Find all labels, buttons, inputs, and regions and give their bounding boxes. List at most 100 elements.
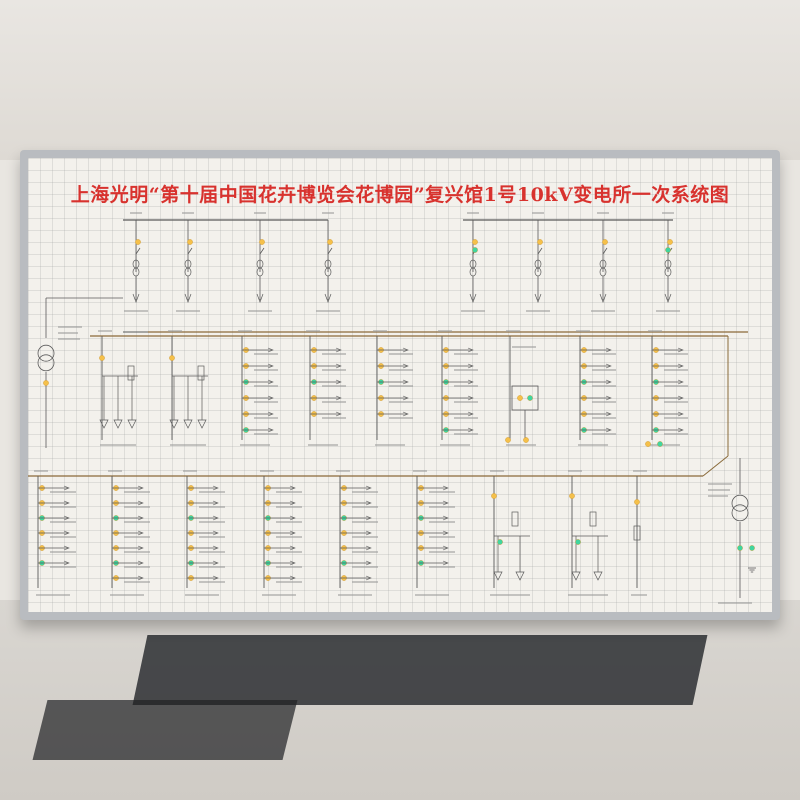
branch-label-stub <box>352 551 378 553</box>
arrow-icon <box>137 530 144 536</box>
indicator-lamp-icon <box>537 239 543 245</box>
arrow-icon <box>63 530 70 536</box>
arrow-icon <box>137 515 144 521</box>
indicator-lamp-icon <box>575 539 581 545</box>
branch-label-stub <box>429 521 455 523</box>
branch-label-stub <box>276 521 302 523</box>
feeder-name-stub <box>124 310 148 312</box>
arrow-icon <box>467 363 474 369</box>
arrow-icon <box>137 500 144 506</box>
floor-tile <box>132 635 708 705</box>
branch-label-stub <box>664 433 688 435</box>
branch-label-stub <box>276 536 302 538</box>
branch-label-stub <box>389 385 413 387</box>
branch-label-stub <box>276 506 302 508</box>
arrow-icon <box>467 427 474 433</box>
panel-id-stub <box>238 330 252 332</box>
arrow-icon <box>335 379 342 385</box>
branch-label-stub <box>199 521 225 523</box>
transformer-icon <box>731 504 749 522</box>
branch-label-stub <box>664 385 688 387</box>
branch-label-stub <box>199 506 225 508</box>
branch-label-stub <box>592 401 616 403</box>
branch-label-stub <box>592 385 616 387</box>
branch-label-stub <box>352 521 378 523</box>
branch-label-stub <box>124 551 150 553</box>
indicator-lamp-icon <box>634 499 640 505</box>
branch-label-stub <box>199 581 225 583</box>
feeder-id-stub <box>130 212 142 214</box>
feeder-name-stub <box>591 310 615 312</box>
panel-id-stub <box>183 470 197 472</box>
feeder-id-stub <box>254 212 266 214</box>
transformer-name-stub <box>718 602 752 604</box>
switch-icon <box>259 247 265 255</box>
arrow-icon <box>605 379 612 385</box>
transformer-label-stub <box>58 338 80 340</box>
feeder-name-stub <box>656 310 680 312</box>
bus-line <box>702 455 729 477</box>
branch-label-stub <box>352 506 378 508</box>
feeder-name-stub <box>248 310 272 312</box>
arrow-icon <box>267 395 274 401</box>
feeder-id-stub <box>467 212 479 214</box>
panel-name-stub <box>375 444 405 446</box>
arrow-icon <box>256 293 264 303</box>
panel-name-stub <box>415 594 449 596</box>
arrow-icon <box>469 293 477 303</box>
branch-label-stub <box>664 417 688 419</box>
panel-name-stub <box>36 594 70 596</box>
feeder-id-stub <box>662 212 674 214</box>
indicator-lamp-icon <box>491 493 497 499</box>
branch-label-stub <box>124 491 150 493</box>
arrow-icon <box>402 379 409 385</box>
arrow-icon <box>442 560 449 566</box>
branch-label-stub <box>352 566 378 568</box>
panel-id-stub <box>260 470 274 472</box>
indicator-lamp-icon <box>327 239 333 245</box>
switch-icon <box>135 247 141 255</box>
capacitor-icon <box>113 419 123 429</box>
panel-name-stub <box>170 444 206 446</box>
branch-label-stub <box>254 385 278 387</box>
indicator-lamp-icon <box>505 437 511 443</box>
branch-label-stub <box>254 417 278 419</box>
feeder-id-stub <box>597 212 609 214</box>
branch-label-stub <box>50 566 76 568</box>
arrow-icon <box>289 575 296 581</box>
branch-label-stub <box>276 491 302 493</box>
transformer-label-stub <box>58 326 82 328</box>
capacitor-icon <box>571 571 581 581</box>
branch-label-stub <box>124 521 150 523</box>
arrow-icon <box>442 515 449 521</box>
floor-tile <box>32 700 298 760</box>
panel-name-stub <box>110 594 144 596</box>
arrow-icon <box>289 545 296 551</box>
panel-id-stub <box>168 330 182 332</box>
branch-label-stub <box>276 581 302 583</box>
indicator-lamp-icon <box>665 247 671 253</box>
indicator-lamp-icon <box>472 239 478 245</box>
branch-label-stub <box>124 566 150 568</box>
branch-label-stub <box>429 566 455 568</box>
panel-id-stub <box>373 330 387 332</box>
arrow-icon <box>324 293 332 303</box>
arrow-icon <box>184 293 192 303</box>
arrow-icon <box>467 379 474 385</box>
arrow-icon <box>63 500 70 506</box>
arrow-icon <box>402 347 409 353</box>
diagram-title: 上海光明“第十届中国花卉博览会花博园”复兴馆1号10kV变电所一次系统图 <box>70 184 730 206</box>
indicator-lamp-icon <box>517 395 523 401</box>
arrow-icon <box>467 347 474 353</box>
branch-label-stub <box>664 353 688 355</box>
panel-name-stub <box>240 444 270 446</box>
arrow-icon <box>365 515 372 521</box>
indicator-lamp-icon <box>135 239 141 245</box>
reactor-icon <box>511 511 519 527</box>
arrow-icon <box>402 395 409 401</box>
arrow-icon <box>335 411 342 417</box>
capacitor-icon <box>183 419 193 429</box>
branch-label-stub <box>50 551 76 553</box>
panel-name-stub <box>631 594 647 596</box>
branch-label-stub <box>352 536 378 538</box>
